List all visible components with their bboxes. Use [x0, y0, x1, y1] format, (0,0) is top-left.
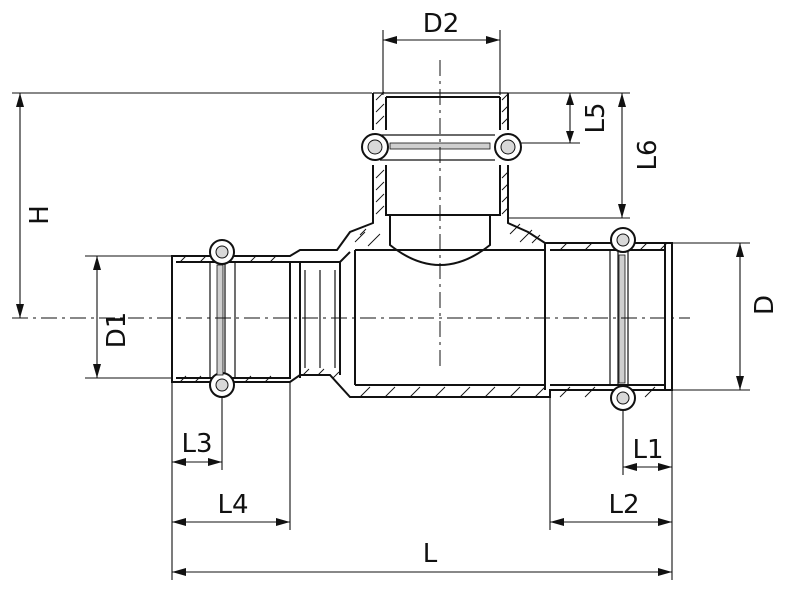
center-lines: [12, 60, 690, 370]
label-d2: D2: [423, 9, 460, 39]
fitting-body: [171, 92, 673, 398]
label-h: H: [25, 205, 55, 225]
label-l4: L4: [217, 490, 248, 520]
label-l3: L3: [181, 429, 212, 459]
label-d1: D1: [102, 312, 132, 349]
label-l6: L6: [633, 139, 663, 170]
dimension-labels: D2 L5 L6 H D1 D L3 L4 L1 L2 L: [25, 9, 780, 569]
o-rings: [209, 133, 636, 411]
section-hatching: [179, 91, 668, 398]
label-l5: L5: [581, 102, 611, 133]
label-l: L: [423, 539, 438, 569]
label-l2: L2: [608, 490, 639, 520]
label-l1: L1: [632, 435, 663, 465]
label-d: D: [750, 295, 780, 315]
dimension-lines: [12, 30, 750, 580]
